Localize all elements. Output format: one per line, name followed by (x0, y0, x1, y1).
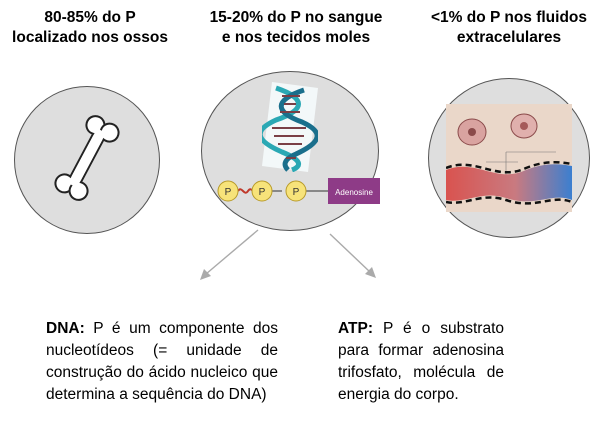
atp-molecule-diagram: P P P Adenosine (217, 178, 380, 204)
heading-bone: 80-85% do P localizado nos ossos (0, 8, 180, 48)
dna-description: DNA: P é um componente dos nucleotídeos … (46, 318, 278, 406)
heading-fluid-line1: <1% do P nos fluidos (430, 9, 588, 26)
arrow-to-dna-head (200, 269, 211, 280)
dna-text: P é um componente dos nucleotídeos (= un… (46, 320, 278, 403)
adenosine-label: Adenosine (335, 188, 373, 197)
extracellular-fluid-icon (446, 104, 572, 212)
dna-helix-icon (262, 82, 318, 172)
heading-fluid: <1% do P nos fluidos extracelulares (418, 8, 600, 48)
phosphate-2-icon (251, 180, 273, 202)
atp-text: P é o substrato para formar adenosina tr… (338, 320, 504, 403)
phosphate-1-icon (217, 180, 239, 202)
heading-blood: 15-20% do P no sangue e nos tecidos mole… (196, 8, 396, 48)
heading-blood-line2: e nos tecidos moles (221, 29, 371, 46)
heading-blood-line1: 15-20% do P no sangue (209, 9, 383, 26)
atp-description: ATP: P é o substrato para formar adenosi… (338, 318, 504, 406)
phosphate-label-2: P (259, 187, 266, 198)
bone-icon (54, 115, 120, 201)
phosphate-label-3: P (293, 187, 300, 198)
arrow-to-atp (329, 233, 371, 273)
heading-bone-line2: localizado nos ossos (12, 29, 168, 46)
heading-fluid-line2: extracelulares (456, 29, 562, 46)
heading-bone-line1: 80-85% do P (44, 9, 136, 26)
dna-term: DNA: (46, 320, 85, 337)
arrow-to-atp-head (365, 267, 376, 278)
arrow-to-dna (205, 229, 259, 275)
adenosine-box (328, 178, 380, 204)
phosphate-3-icon (285, 180, 307, 202)
phosphate-label-1: P (225, 187, 232, 198)
atp-term: ATP: (338, 320, 374, 337)
arrows (200, 229, 376, 280)
